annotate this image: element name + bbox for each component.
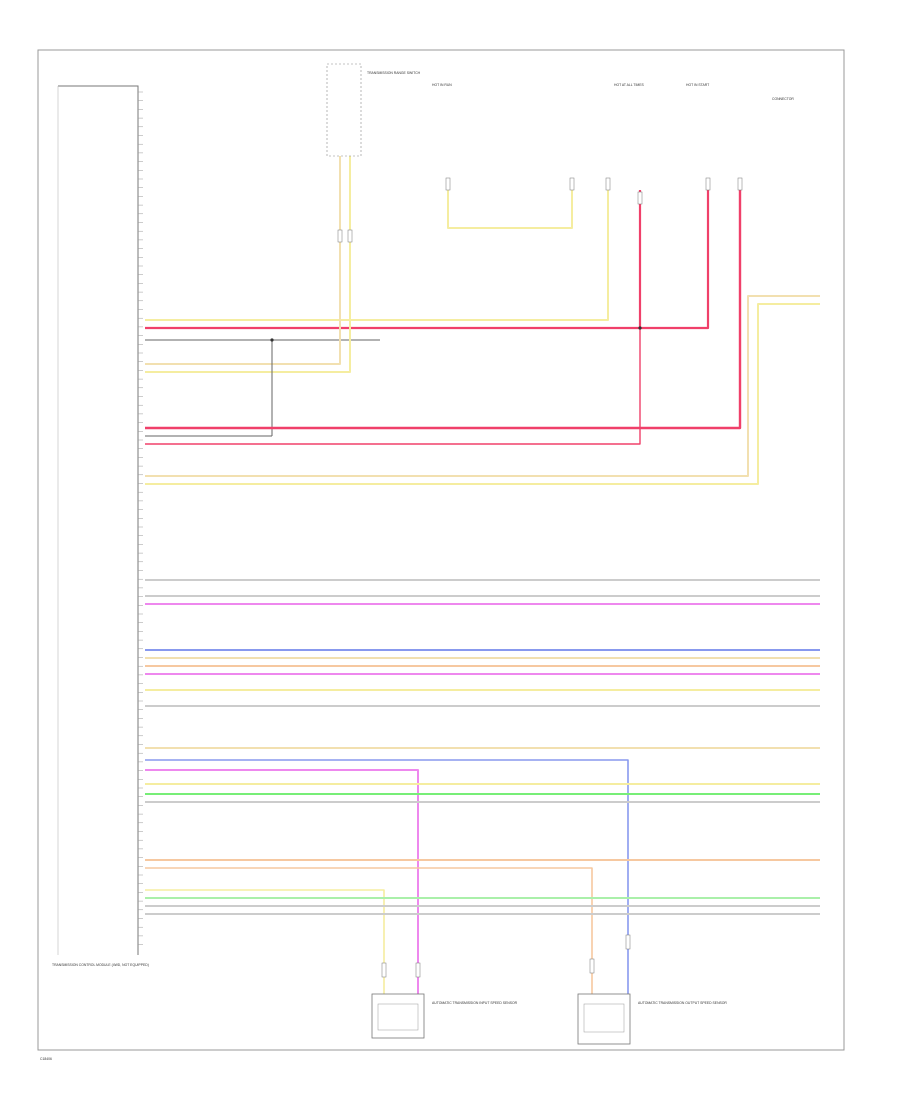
transmission-control-module: TRANSMISSION CONTROL MODULE (4WD, NOT EQ… [52, 85, 149, 967]
sensor-connector-marker [589, 958, 595, 974]
transmission-range-switch-label: TRANSMISSION RANGE SWITCH [367, 71, 421, 75]
diagram-frame [37, 49, 845, 1051]
wire-red-2 [640, 190, 710, 330]
diagram-code: C18406 [40, 1057, 52, 1061]
wire-pink-input [145, 769, 419, 994]
output-speed-sensor: AUTOMATIC TRANSMISSION OUTPUT SPEED SENS… [577, 993, 727, 1045]
wire-yellow-input [145, 889, 385, 994]
wire-yellow-serial-1 [145, 156, 351, 373]
wire-tan-serial-2 [145, 295, 820, 477]
sensor-connector-marker [625, 934, 631, 950]
wire-yellow-loop [447, 190, 573, 229]
wire-harness [145, 156, 820, 994]
hot-in-start-label: HOT IN START [686, 83, 709, 87]
connector-marker [347, 229, 353, 243]
top-components: TRANSMISSION RANGE SWITCH HOT IN RUN HOT… [326, 63, 794, 157]
connector-marker [337, 229, 343, 243]
wire-red-1 [145, 190, 642, 330]
sensor-connector-marker [381, 962, 387, 978]
module-label: TRANSMISSION CONTROL MODULE (4WD, NOT EQ… [52, 963, 149, 967]
hot-in-run-label: HOT IN RUN [432, 83, 452, 87]
wire-red-3 [145, 190, 742, 430]
wire-yellow-top [145, 190, 609, 321]
module-pins [138, 91, 143, 945]
connector-marker [605, 177, 611, 191]
connector-marker [737, 177, 743, 191]
wire-yellow-serial-2 [145, 303, 820, 485]
wire-red-4 [145, 328, 641, 445]
wire-blue-output [145, 759, 629, 994]
sensor-connector-marker [415, 962, 421, 978]
wire-orange-output [145, 867, 593, 994]
wire-tan-serial-1 [145, 156, 341, 365]
hot-at-all-times-label: HOT AT ALL TIMES [614, 83, 645, 87]
connector-marker [569, 177, 575, 191]
output-speed-sensor-label: AUTOMATIC TRANSMISSION OUTPUT SPEED SENS… [638, 1001, 727, 1005]
connector-marker [637, 191, 643, 205]
connector-label: CONNECTOR [772, 97, 794, 101]
connector-marker [705, 177, 711, 191]
splice-dot [638, 326, 642, 330]
input-speed-sensor-label: AUTOMATIC TRANSMISSION INPUT SPEED SENSO… [432, 1001, 518, 1005]
splice-dot [270, 338, 274, 342]
connector-marker [445, 177, 451, 191]
input-speed-sensor: AUTOMATIC TRANSMISSION INPUT SPEED SENSO… [371, 993, 518, 1039]
